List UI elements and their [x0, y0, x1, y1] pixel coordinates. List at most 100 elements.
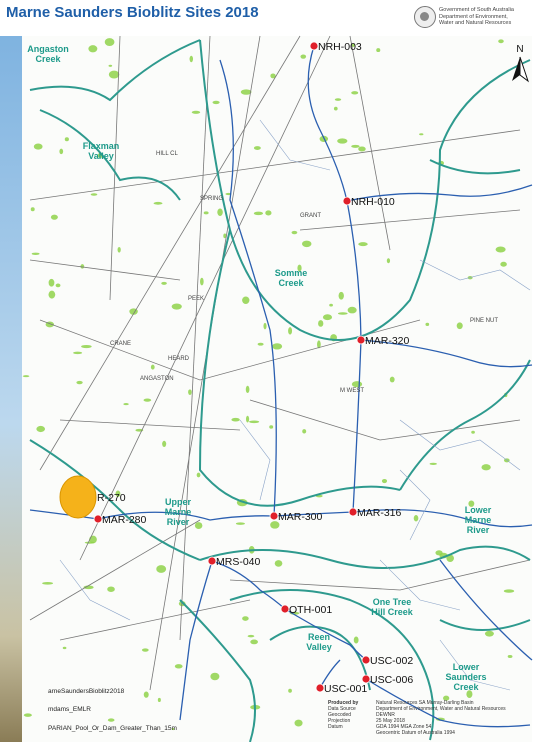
stream: [439, 639, 511, 691]
catchment-boundary: [399, 359, 531, 491]
site-dot[interactable]: [269, 511, 279, 521]
vegetation-patch: [500, 261, 507, 267]
road-label: M WEST: [340, 388, 364, 394]
site-dot[interactable]: [361, 674, 371, 684]
vegetation-patch: [294, 719, 303, 727]
site-dot[interactable]: [93, 514, 103, 524]
legend-layer-3: PARIAN_Pool_Or_Dam_Greater_Than_15m: [48, 725, 177, 732]
vegetation-patch: [188, 389, 192, 395]
catchment-boundary: [29, 39, 201, 102]
site-dot[interactable]: [315, 683, 325, 693]
site-marker-mar-270[interactable]: R-270: [97, 492, 126, 504]
catchment-boundary: [429, 159, 521, 175]
vegetation-patch: [318, 320, 324, 327]
background-photo-strip: [0, 36, 22, 742]
site-marker-usc-001[interactable]: USC-001: [315, 683, 367, 695]
site-label: MAR-280: [102, 514, 147, 526]
stream: [259, 119, 331, 171]
site-dot[interactable]: [348, 507, 358, 517]
site-marker-nrh-010[interactable]: NRH-010: [342, 196, 395, 208]
road-label: SPRING: [200, 196, 223, 202]
info-line: DEWNR: [376, 712, 395, 718]
site-dot[interactable]: [342, 196, 352, 206]
site-marker-mar-280[interactable]: MAR-280: [93, 514, 147, 526]
stream: [59, 559, 131, 621]
produced-by-line: Projection: [328, 718, 351, 724]
site-dot[interactable]: [207, 556, 217, 566]
vegetation-patch: [429, 462, 437, 466]
vegetation-patch: [31, 252, 40, 255]
vegetation-patch: [231, 417, 240, 422]
vegetation-patch: [351, 43, 355, 47]
map-info-block: Natural Resources SA Murray-Darling Basi…: [376, 700, 506, 736]
site-marker-nrh-003[interactable]: NRH-003: [309, 41, 362, 53]
site-dot[interactable]: [356, 335, 366, 345]
north-arrow: N: [508, 44, 532, 84]
site-dot[interactable]: [280, 604, 290, 614]
site-label: MAR-316: [357, 507, 402, 519]
site-marker-mrs-040[interactable]: MRS-040: [207, 556, 261, 568]
vegetation-patch: [22, 375, 30, 378]
vegetation-patch: [351, 381, 363, 388]
site-marker-mar-320[interactable]: MAR-320: [356, 335, 410, 347]
site-marker-oth-001[interactable]: OTH-001: [280, 604, 332, 616]
vegetation-patch: [115, 490, 121, 497]
vegetation-patch: [288, 688, 292, 693]
vegetation-patch: [153, 201, 163, 205]
site-dot[interactable]: [309, 41, 319, 51]
area-label-line: Marne: [165, 507, 192, 517]
site-label: USC-001: [324, 683, 367, 695]
area-label-line: Creek: [278, 278, 304, 288]
vegetation-patch: [291, 230, 298, 235]
area-label-line: Lower: [465, 505, 492, 515]
vegetation-patch: [272, 343, 283, 350]
vegetation-patch: [334, 98, 342, 101]
road-label: PEEK: [188, 296, 204, 302]
vegetation-patch: [466, 690, 473, 698]
river: [307, 45, 362, 513]
road: [109, 35, 121, 301]
vegetation-patch: [73, 351, 83, 355]
vegetation-patch: [257, 342, 264, 346]
site-label: USC-002: [370, 655, 413, 667]
vegetation-patch: [507, 654, 513, 659]
vegetation-patch: [240, 89, 252, 95]
vegetation-patch: [80, 264, 85, 269]
site-marker-mar-316[interactable]: MAR-316: [348, 507, 402, 519]
vegetation-patch: [358, 146, 366, 152]
vegetation-patch: [107, 586, 115, 592]
area-label-line: Valley: [88, 151, 114, 161]
river: [360, 339, 533, 368]
vegetation-patch: [33, 143, 43, 150]
site-marker-usc-006[interactable]: USC-006: [361, 674, 413, 686]
area-label-line: Marne: [465, 515, 492, 525]
vegetation-patch: [90, 193, 98, 196]
vegetation-patch: [212, 100, 220, 105]
site-marker-mar-300[interactable]: MAR-300: [269, 511, 323, 523]
vegetation-patch: [242, 616, 249, 621]
info-line: Department of Environment, Water and Nat…: [376, 706, 506, 712]
vegetation-patch: [413, 515, 419, 522]
government-seal-icon: [414, 6, 436, 28]
info-line: Geocentric Datum of Australia 1994: [376, 730, 455, 736]
road: [229, 559, 531, 591]
area-label-line: River: [467, 525, 490, 535]
site-dot[interactable]: [361, 655, 371, 665]
vegetation-patch: [495, 246, 506, 253]
vegetation-patch: [381, 478, 388, 484]
vegetation-patch: [150, 364, 155, 370]
catchment-boundary: [269, 625, 371, 691]
road-label: CRANE: [110, 341, 131, 347]
vegetation-patch: [48, 278, 55, 287]
catchment-boundary: [39, 109, 181, 201]
road: [29, 519, 201, 621]
produced-by-line: Geocoded: [328, 712, 352, 718]
area-label-line: River: [167, 517, 190, 527]
site-marker-usc-002[interactable]: USC-002: [361, 655, 413, 667]
